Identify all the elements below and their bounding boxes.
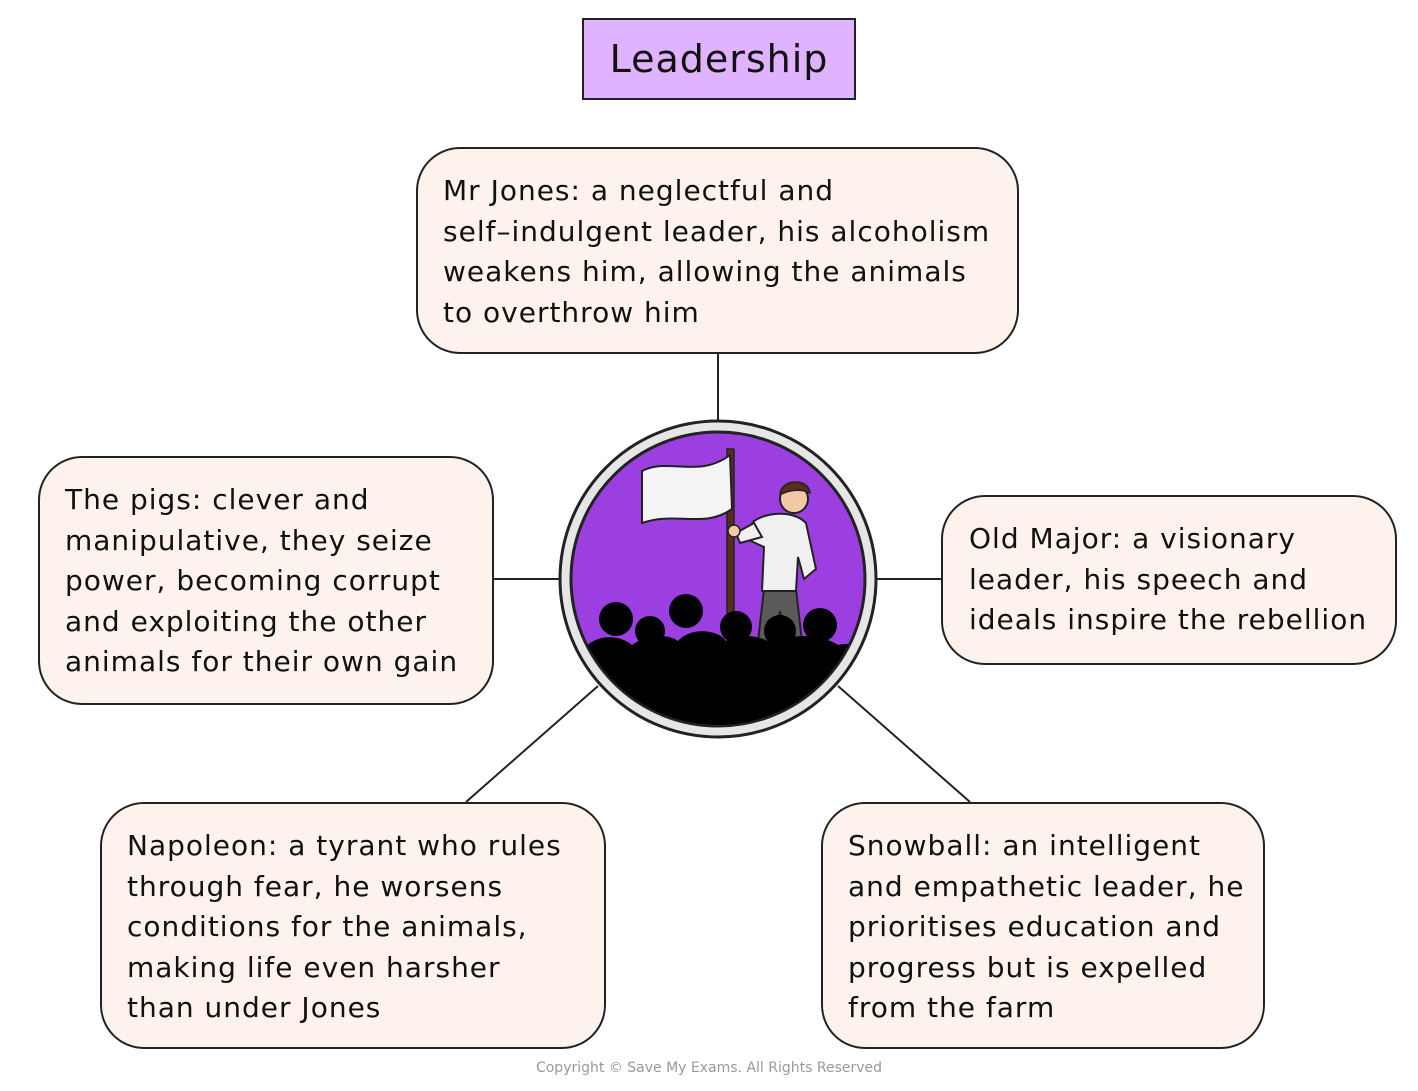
card-line: from the farm — [848, 991, 1056, 1025]
card-line: and empathetic leader, he — [848, 869, 1245, 903]
card-snowball: Snowball: an intelligent and empathetic … — [821, 802, 1265, 1049]
card-line: Mr Jones: a neglectful and — [443, 174, 834, 207]
card-napoleon: Napoleon: a tyrant who rules through fea… — [100, 802, 606, 1049]
card-line: Napoleon: a tyrant who rules — [127, 829, 562, 862]
copyright-notice: Copyright © Save My Exams. All Rights Re… — [535, 1060, 883, 1076]
card-line: ideals inspire the rebellion — [969, 603, 1368, 637]
card-pigs: The pigs: clever and manipulative, they … — [38, 456, 494, 705]
connector-napoleon — [465, 685, 599, 803]
connector-snowball — [837, 685, 971, 803]
card-old-major: Old Major: a visionary leader, his speec… — [941, 495, 1397, 665]
card-line: to overthrow him — [443, 295, 700, 329]
card-line: conditions for the animals, — [127, 910, 528, 944]
card-line: Old Major: a visionary — [969, 522, 1296, 555]
diagram-title: Leadership — [582, 18, 856, 100]
card-line: and exploiting the other — [65, 604, 427, 638]
card-line: than under Jones — [127, 991, 382, 1025]
card-line: through fear, he worsens — [127, 869, 504, 903]
card-line: self–indulgent leader, his alcoholism — [443, 214, 991, 248]
card-line: making life even harsher — [127, 950, 501, 984]
card-line: prioritises education and — [848, 910, 1222, 944]
card-line: power, becoming corrupt — [65, 564, 441, 598]
card-line: The pigs: clever and — [65, 483, 370, 516]
card-line: animals for their own gain — [65, 645, 459, 679]
card-line: leader, his speech and — [969, 562, 1309, 596]
card-line: manipulative, they seize — [65, 523, 433, 557]
card-line: Snowball: an intelligent — [848, 829, 1201, 862]
card-line: weakens him, allowing the animals — [443, 255, 967, 289]
central-emblem — [558, 419, 878, 739]
card-line: progress but is expelled — [848, 950, 1208, 984]
leader-with-flag-icon — [558, 419, 878, 739]
card-mr-jones: Mr Jones: a neglectful and self–indulgen… — [416, 147, 1019, 354]
diagram-title-text: Leadership — [609, 37, 829, 81]
